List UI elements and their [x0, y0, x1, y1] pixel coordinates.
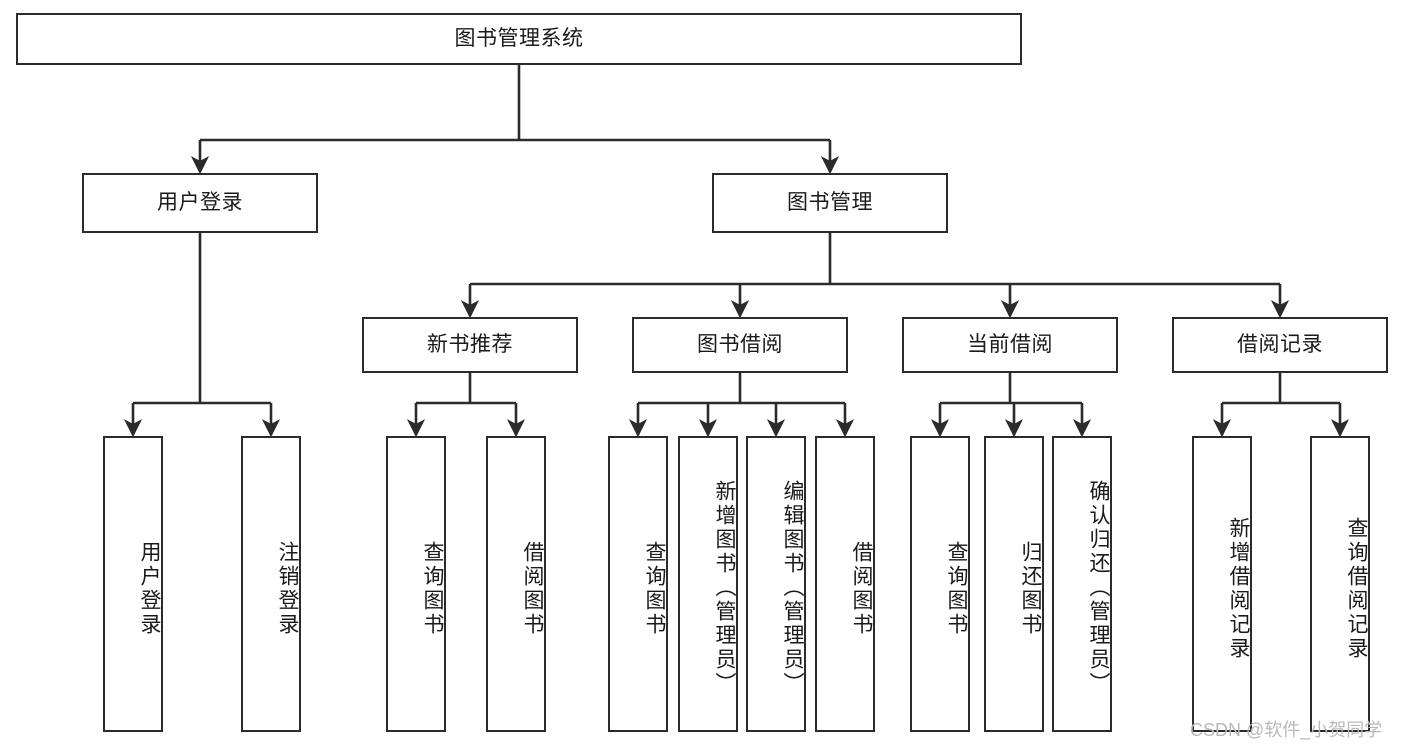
leaf-add-book-admin[interactable]: 新增图书（管理员） — [678, 436, 738, 732]
leaf-confirm-return-admin[interactable]: 确认归还（管理员） — [1052, 436, 1112, 732]
leaf-add-borrow-record[interactable]: 新增借阅记录 — [1192, 436, 1252, 732]
leaf-query-book-recommend[interactable]: 查询图书 — [386, 436, 446, 732]
node-user-login[interactable]: 用户登录 — [82, 173, 318, 233]
csdn-watermark: CSDN @软件_小贺同学 — [1190, 720, 1383, 740]
leaf-borrow-book-recommend[interactable]: 借阅图书 — [486, 436, 546, 732]
node-new-book-recommend[interactable]: 新书推荐 — [362, 317, 578, 373]
leaf-return-book[interactable]: 归还图书 — [984, 436, 1044, 732]
node-current-borrow[interactable]: 当前借阅 — [902, 317, 1118, 373]
leaf-edit-book-admin[interactable]: 编辑图书（管理员） — [746, 436, 806, 732]
leaf-logout[interactable]: 注销登录 — [241, 436, 301, 732]
leaf-query-book-current[interactable]: 查询图书 — [910, 436, 970, 732]
node-book-management[interactable]: 图书管理 — [712, 173, 948, 233]
leaf-query-book-borrow[interactable]: 查询图书 — [608, 436, 668, 732]
node-book-borrow[interactable]: 图书借阅 — [632, 317, 848, 373]
leaf-borrow-book[interactable]: 借阅图书 — [815, 436, 875, 732]
leaf-user-login[interactable]: 用户登录 — [103, 436, 163, 732]
leaf-query-borrow-record[interactable]: 查询借阅记录 — [1310, 436, 1370, 732]
node-borrow-records[interactable]: 借阅记录 — [1172, 317, 1388, 373]
node-root[interactable]: 图书管理系统 — [16, 13, 1022, 65]
